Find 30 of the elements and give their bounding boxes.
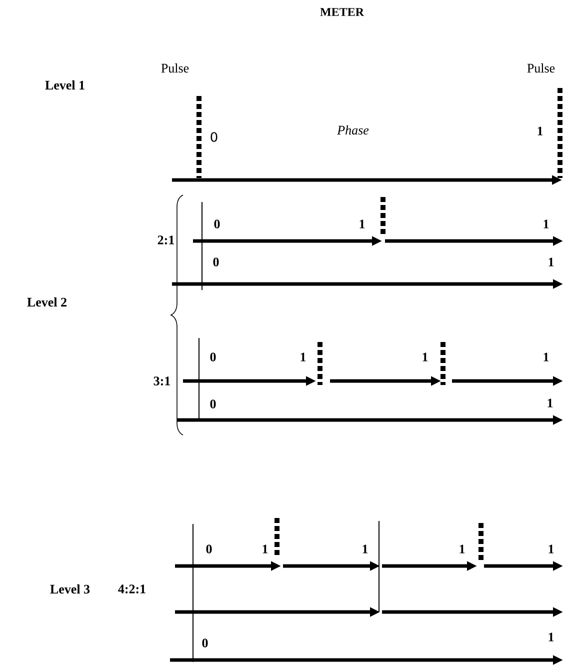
text-label: 0 bbox=[210, 352, 216, 362]
text-label: 1 bbox=[300, 352, 306, 362]
text-label: 0 bbox=[210, 400, 216, 408]
text-label: 1 bbox=[548, 632, 554, 642]
text-label: 1 bbox=[548, 258, 554, 266]
text-label: 4:2:1 bbox=[118, 584, 146, 594]
text-label: Level 3 bbox=[50, 584, 90, 594]
text-label: Level 2 bbox=[27, 297, 66, 307]
text-label: 2:1 bbox=[158, 236, 174, 244]
text-label: 1 bbox=[422, 352, 428, 362]
text-label: 0 bbox=[210, 132, 218, 142]
text-label: 0 bbox=[213, 258, 219, 266]
text-label: 1 bbox=[460, 544, 465, 554]
text-label: 1 bbox=[548, 398, 553, 408]
text-label: Level 1 bbox=[45, 80, 84, 90]
text-label: 1 bbox=[544, 220, 549, 228]
text-label: 1 bbox=[544, 352, 549, 362]
text-label: 1 bbox=[262, 544, 268, 554]
text-label: 1 bbox=[548, 544, 554, 554]
text-label: 3:1 bbox=[154, 376, 170, 386]
text-label: Pulse bbox=[527, 63, 555, 73]
text-label: Pulse bbox=[161, 63, 189, 73]
text-label: 0 bbox=[202, 638, 208, 648]
text-label: 1 bbox=[362, 544, 368, 554]
text-label: Phase bbox=[337, 125, 369, 135]
title: METER bbox=[320, 8, 364, 16]
text-label: 1 bbox=[538, 126, 543, 136]
text-label: 1 bbox=[360, 220, 365, 228]
text-label: 0 bbox=[206, 544, 212, 554]
text-label: 0 bbox=[214, 220, 220, 228]
